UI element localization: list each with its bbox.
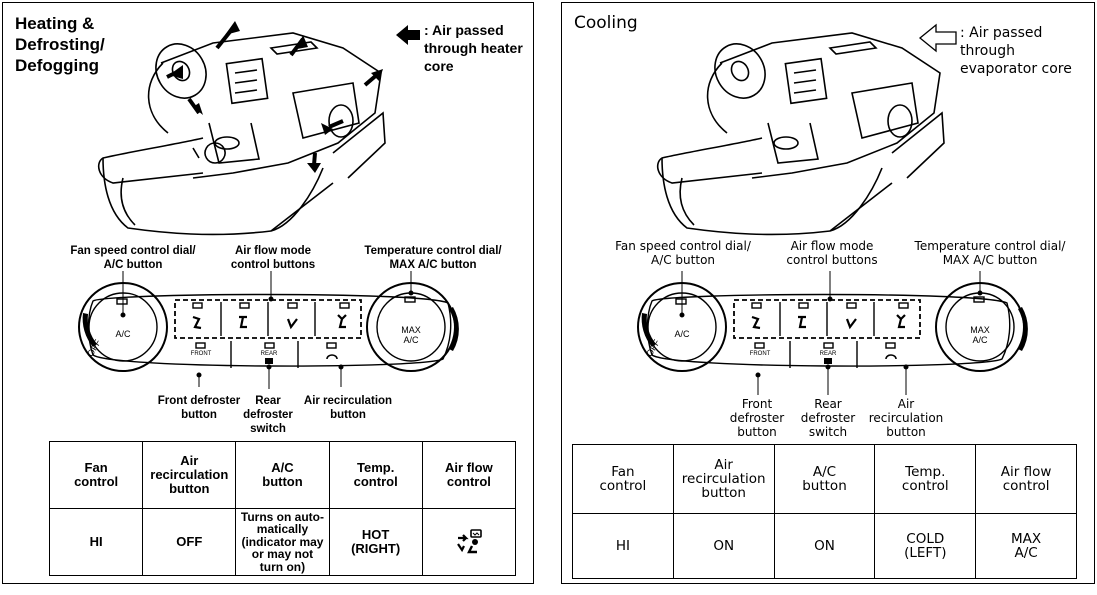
air-flow-mode-label: Air flow mode control buttons [786, 239, 878, 267]
dashboard-illustration [637, 32, 1028, 395]
filled-left-arrow-icon [396, 25, 420, 45]
legend-text: : Air passed through heater core [424, 22, 523, 74]
dashboard-illustration [78, 21, 459, 389]
header-air-recirculation: Air recirculation button [672, 444, 775, 514]
value-fan-control: HI [572, 513, 674, 579]
fan-speed-dial-label: Fan speed control dial/ A/C button [70, 245, 196, 271]
header-air-recirculation: Air recirculation button [142, 441, 237, 509]
header-air-flow-control: Air flow control [975, 444, 1077, 514]
front-defroster-label: Front defroster button [157, 395, 241, 421]
defrost-floor-mode-icon [456, 528, 482, 553]
header-fan-control: Fan control [572, 444, 674, 514]
value-ac-button: Turns on auto- matically (indicator may … [235, 508, 330, 576]
outline-left-arrow-icon [918, 23, 957, 53]
panel-title: Cooling [574, 13, 638, 33]
value-air-flow-control [421, 508, 517, 576]
value-fan-control: HI [48, 508, 144, 576]
value-air-flow-control: MAX A/C [975, 513, 1077, 579]
air-recirculation-label: Air recirculation button [303, 395, 393, 421]
ac-button-label: A/C [115, 329, 131, 339]
settings-table: Fan control Air recirculation button A/C… [48, 441, 517, 576]
value-ac-button: ON [773, 513, 876, 579]
header-temp-control: Temp. control [328, 441, 423, 509]
value-temp-control: HOT (RIGHT) [328, 508, 423, 576]
value-air-recirculation: OFF [142, 508, 237, 576]
header-temp-control: Temp. control [874, 444, 977, 514]
cooling-panel: Cooling : Air passed through evaporator … [561, 2, 1095, 584]
header-fan-control: Fan control [48, 441, 144, 509]
ac-button-label: A/C [674, 329, 690, 339]
rear-defroster-label: Rear defroster switch [800, 397, 856, 439]
temperature-dial-label: Temperature control dial/ MAX A/C button [364, 245, 502, 271]
value-temp-control: COLD (LEFT) [874, 513, 977, 579]
header-air-flow-control: Air flow control [421, 441, 517, 509]
air-recirculation-label: Air recirculation button [868, 397, 944, 439]
front-label: FRONT [190, 351, 212, 357]
panel-title: Heating & Defrosting/ Defogging [15, 14, 105, 75]
air-flow-mode-label: Air flow mode control buttons [230, 245, 316, 271]
rear-label: REAR [260, 351, 278, 357]
settings-table: Fan control Air recirculation button A/C… [572, 444, 1077, 579]
header-ac-button: A/C button [235, 441, 330, 509]
fan-speed-dial-label: Fan speed control dial/ A/C button [615, 239, 751, 267]
rear-defroster-label: Rear defroster switch [243, 395, 293, 435]
value-air-recirculation: ON [672, 513, 775, 579]
max-ac-button-label: MAX A/C [401, 325, 421, 345]
front-label: FRONT [749, 351, 771, 357]
header-ac-button: A/C button [773, 444, 876, 514]
max-ac-button-label: MAX A/C [970, 325, 990, 345]
front-defroster-label: Front defroster button [729, 397, 785, 439]
temperature-dial-label: Temperature control dial/ MAX A/C button [914, 239, 1066, 267]
heating-defrosting-panel: Heating & Defrosting/ Defogging : Air pa… [2, 2, 534, 584]
rear-label: REAR [819, 351, 837, 357]
legend-text: : Air passed through evaporator core [960, 25, 1072, 77]
